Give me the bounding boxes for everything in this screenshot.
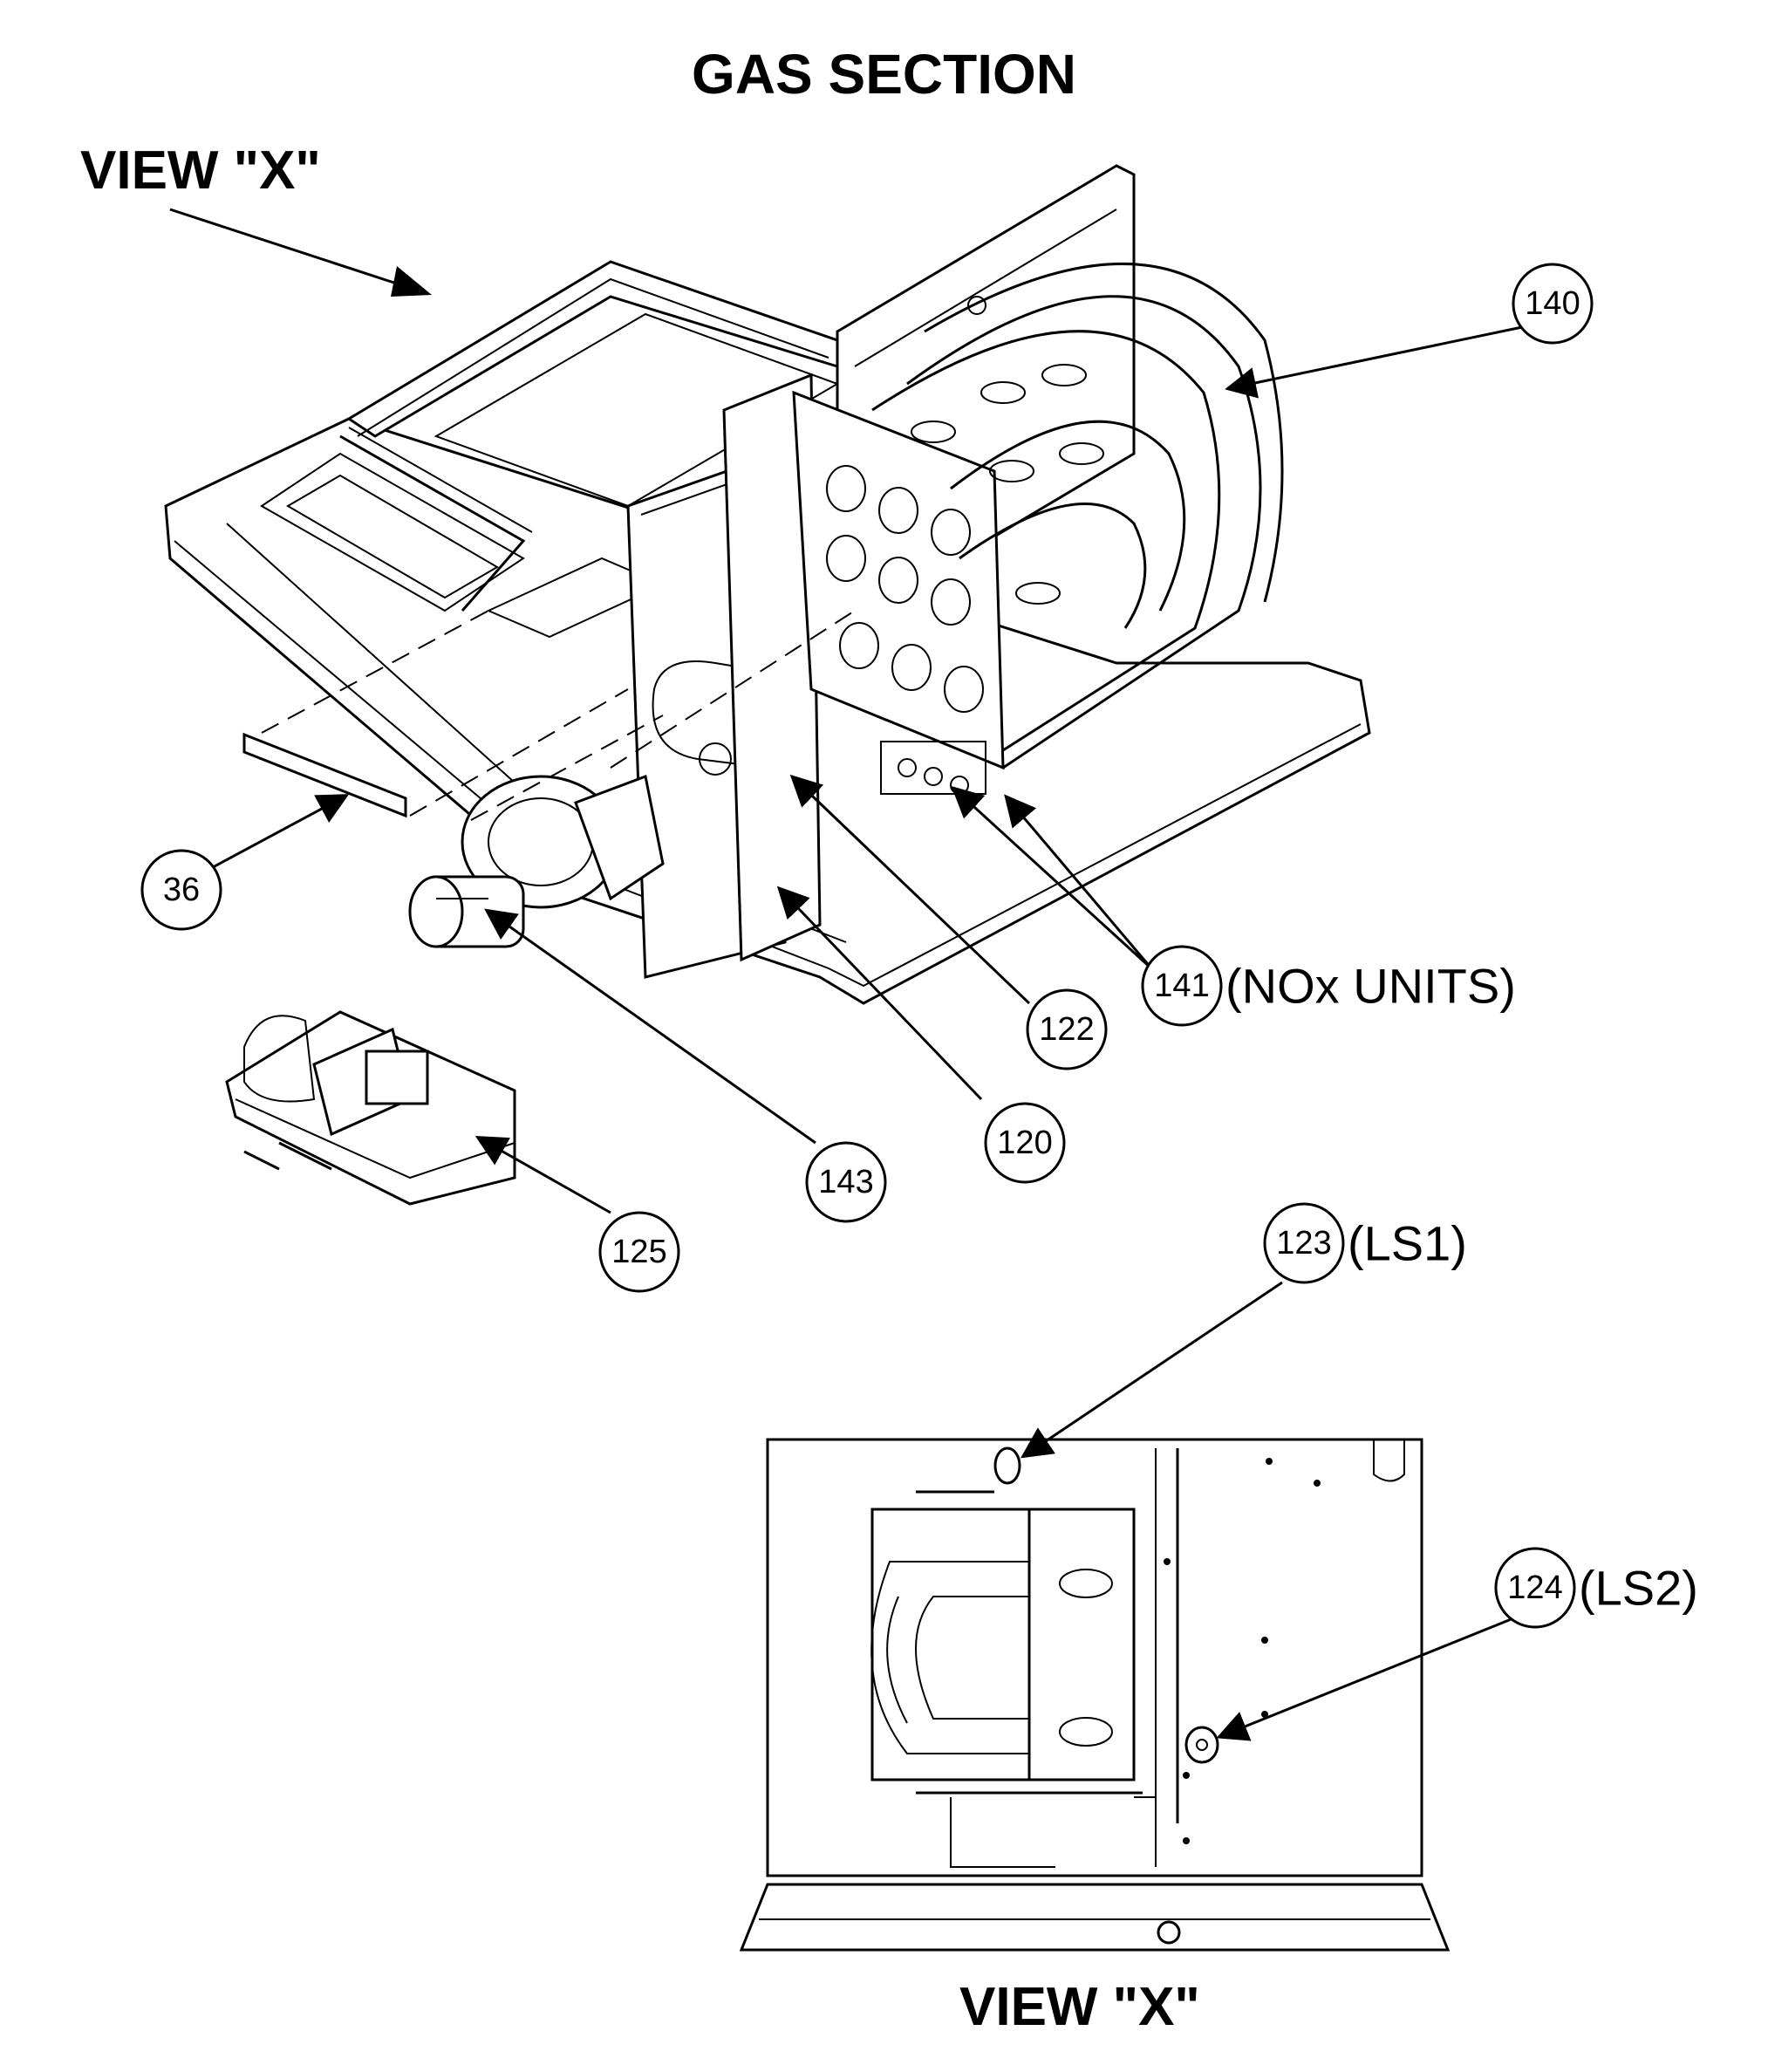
svg-text:122: 122 (1039, 1011, 1094, 1048)
svg-text:(LS2): (LS2) (1579, 1561, 1698, 1616)
callout-124: 124 (LS2) (1494, 1547, 1698, 1629)
svg-text:120: 120 (997, 1125, 1052, 1161)
view-direction-arrow (169, 208, 432, 297)
svg-text:125: 125 (611, 1234, 666, 1270)
gas-valve-manifold (225, 1010, 516, 1206)
leader-lines (202, 325, 1523, 1741)
svg-text:(LS1): (LS1) (1348, 1216, 1467, 1271)
callout-143: 143 (805, 1141, 887, 1223)
svg-text:140: 140 (1525, 285, 1580, 322)
part-36-strip (242, 732, 407, 818)
inducer-blower (408, 774, 665, 948)
svg-text:124: 124 (1507, 1569, 1562, 1606)
svg-text:141: 141 (1154, 968, 1209, 1004)
callout-141: 141 (NOx UNITS) (1141, 945, 1516, 1027)
callout-36: 36 (140, 849, 222, 931)
svg-text:143: 143 (818, 1164, 873, 1200)
svg-text:36: 36 (163, 872, 200, 908)
view-x-assembly (739, 1438, 1451, 1952)
gas-section-assembly (164, 164, 1371, 1206)
callout-123: 123 (LS1) (1263, 1202, 1467, 1284)
view-x-label-top: VIEW "X" (80, 140, 321, 201)
svg-text:(NOx UNITS): (NOx UNITS) (1225, 959, 1516, 1014)
callout-122: 122 (1026, 988, 1108, 1070)
svg-text:123: 123 (1276, 1225, 1331, 1262)
callout-125: 125 (598, 1211, 680, 1293)
view-x-label-bottom: VIEW "X" (959, 1977, 1200, 2037)
callout-140: 140 (1512, 263, 1594, 345)
callout-120: 120 (984, 1102, 1066, 1184)
page-title: GAS SECTION (692, 43, 1076, 106)
